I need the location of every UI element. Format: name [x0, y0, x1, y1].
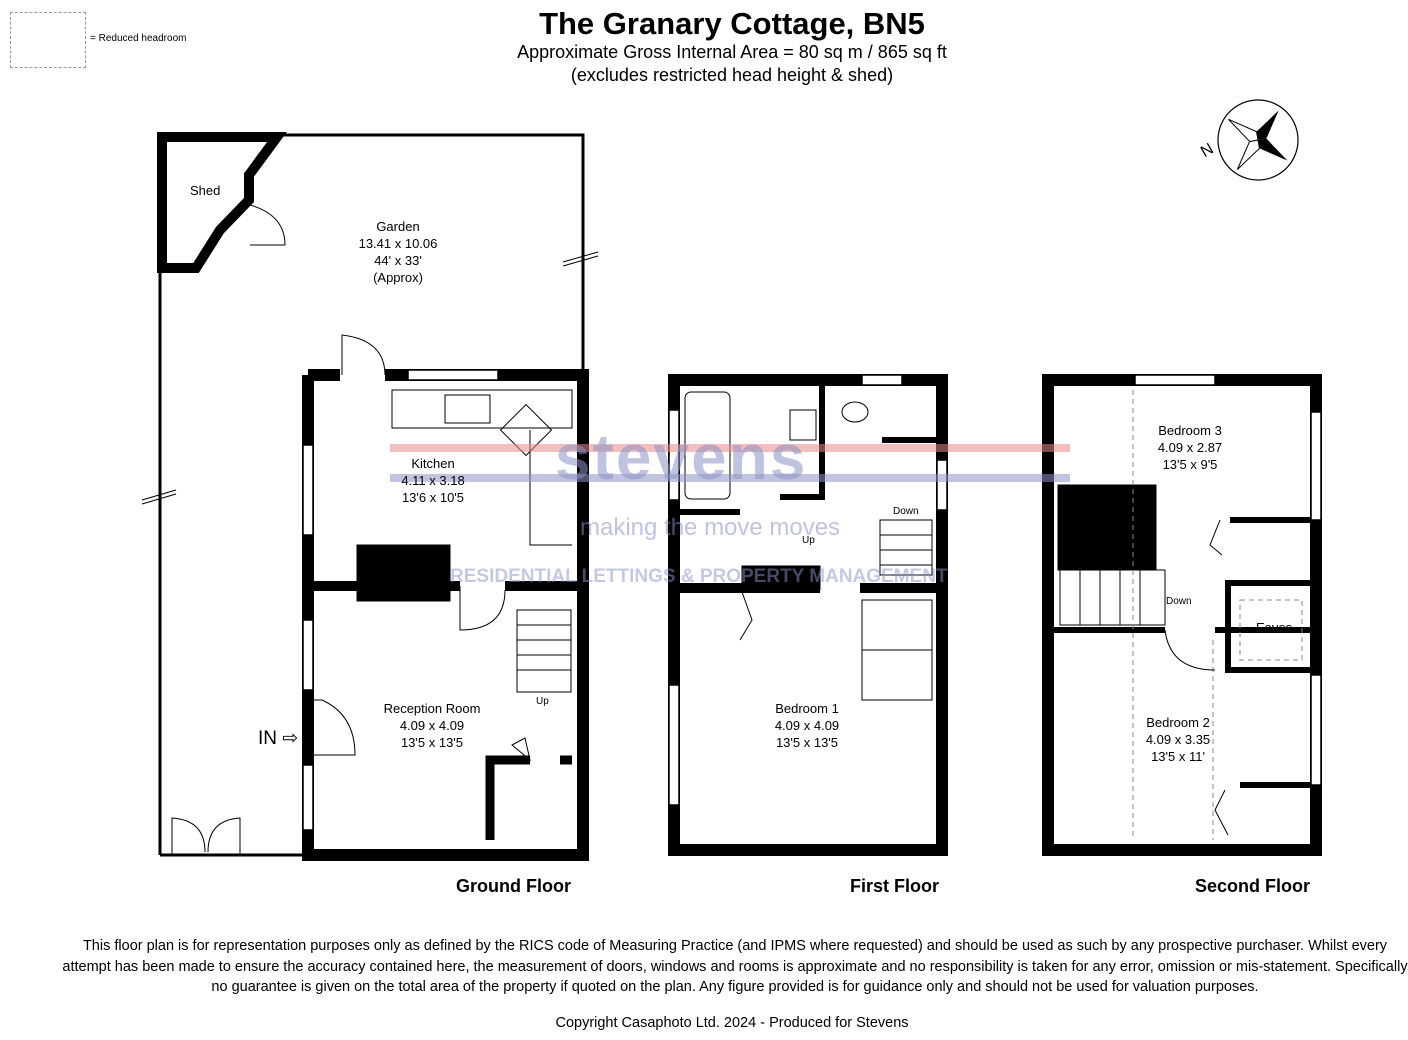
disclaimer: This floor plan is for representation pu… [62, 938, 1408, 995]
shed-label: Shed [190, 183, 221, 198]
gross-area: Approximate Gross Internal Area = 80 sq … [517, 42, 947, 62]
ground-floor-label: Ground Floor [456, 876, 571, 896]
first-stairs-down-label: Down [893, 506, 919, 517]
shed-walls [157, 132, 287, 273]
second-floor-label: Second Floor [1195, 876, 1311, 896]
ground-floor-plan [141, 132, 599, 861]
bedroom-2-label: Bedroom 2 4.09 x 3.35 13'5 x 11' [1145, 715, 1211, 764]
legend-text: = Reduced headroom [90, 33, 187, 44]
area-note: (excludes restricted head height & shed) [570, 65, 894, 85]
compass-icon: N [1198, 99, 1299, 181]
compass-north-label: N [1198, 140, 1217, 161]
watermark-red-bar [390, 444, 1070, 452]
watermark-tagline: making the move moves [580, 514, 841, 541]
page-title: The Granary Cottage, BN5 [539, 6, 925, 41]
second-stairs-down-label: Down [1166, 596, 1192, 607]
watermark-blue-bar [390, 474, 1070, 482]
first-floor-label: First Floor [850, 876, 939, 896]
first-floor-plan [668, 374, 948, 856]
first-stairs-up-label: Up [802, 535, 815, 546]
entrance-arrow-icon: ⇨ [282, 728, 299, 749]
bedroom-3-label: Bedroom 3 4.09 x 2.87 13'5 x 9'5 [1157, 423, 1223, 472]
eaves-label: Eaves [1256, 620, 1293, 635]
ground-stairs-up-label: Up [536, 696, 549, 707]
reception-room-label: Reception Room 4.09 x 4.09 13'5 x 13'5 [383, 701, 481, 750]
reduced-headroom-legend-swatch [10, 12, 86, 68]
kitchen-label: Kitchen 4.11 x 3.18 13'6 x 10'5 [401, 456, 465, 505]
copyright: Copyright Casaphoto Ltd. 2024 - Produced… [555, 1015, 909, 1031]
bedroom-1-label: Bedroom 1 4.09 x 4.09 13'5 x 13'5 [774, 701, 840, 750]
watermark-brand: stevens [555, 421, 808, 493]
watermark-services: RESIDENTIAL LETTINGS & PROPERTY MANAGEME… [450, 566, 948, 587]
second-floor-plan [1042, 374, 1322, 856]
garden-label: Garden 13.41 x 10.06 44' x 33' (Approx) [358, 219, 438, 285]
entrance-label: IN ⇨ [258, 728, 299, 749]
